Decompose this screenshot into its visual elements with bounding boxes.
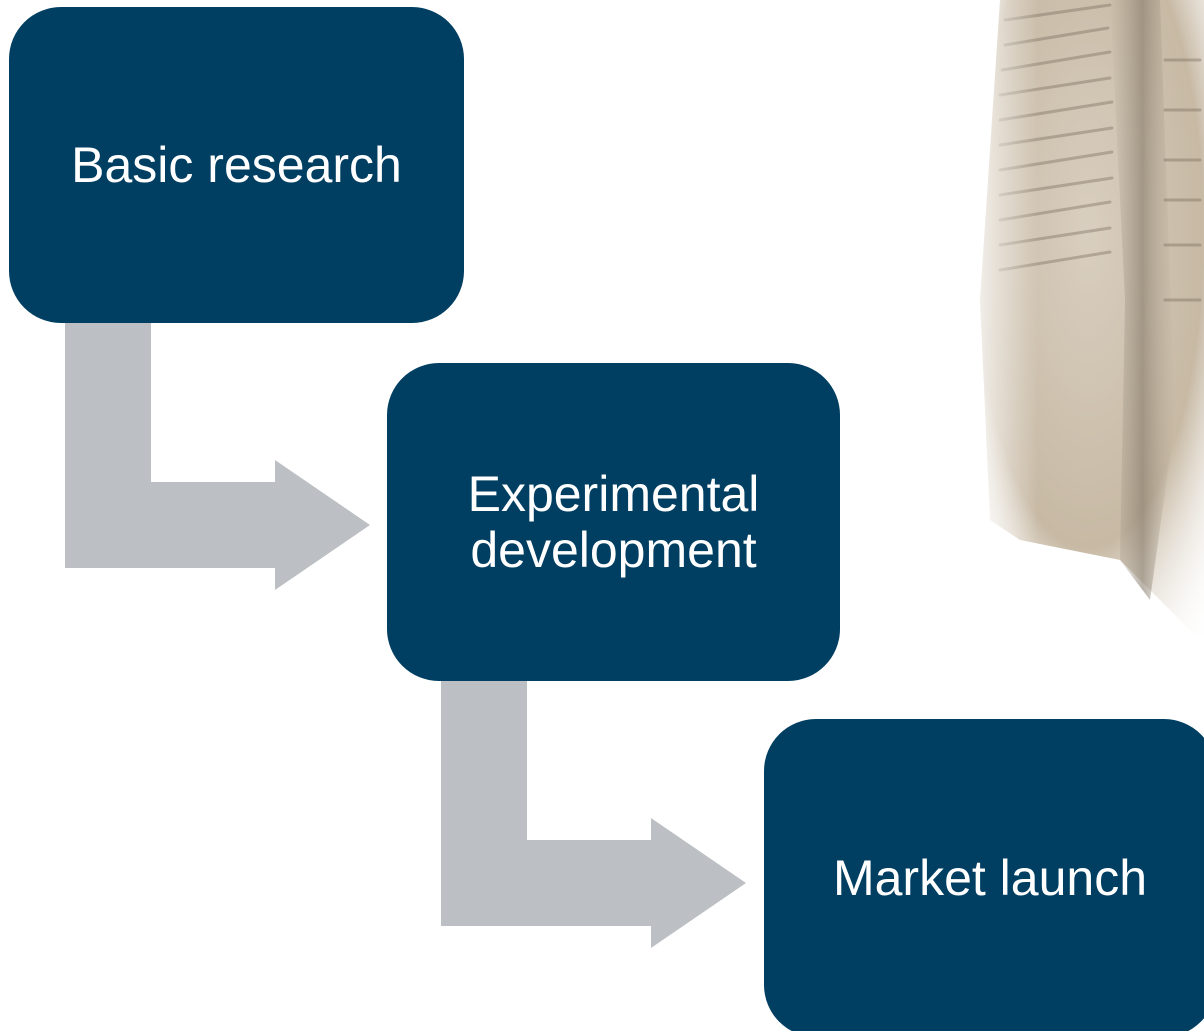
open-book-photo-icon bbox=[960, 0, 1204, 690]
step-box-market-launch: Market launch bbox=[764, 719, 1204, 1031]
bent-arrow-1 bbox=[65, 323, 370, 590]
step-label: Basic research bbox=[71, 137, 402, 193]
step-label: Experimental development bbox=[467, 466, 760, 578]
step-box-basic-research: Basic research bbox=[9, 7, 464, 323]
step-box-experimental-development: Experimental development bbox=[387, 363, 840, 681]
step-label: Market launch bbox=[832, 850, 1148, 906]
bent-arrow-2 bbox=[441, 681, 746, 948]
